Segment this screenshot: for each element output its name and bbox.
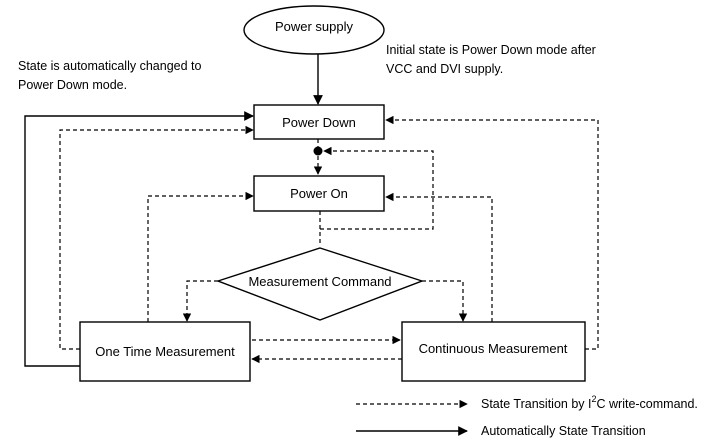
- edge-onetime-to-poweron: [147, 191, 254, 322]
- node-one-time-measurement: One Time Measurement: [79, 321, 251, 382]
- power-on-label: Power On: [290, 186, 348, 201]
- edge-poweron-loop: [320, 146, 434, 230]
- continuous-measurement-label: Continuous Measurement: [419, 341, 568, 356]
- power-down-label: Power Down: [282, 115, 356, 130]
- legend: State Transition by I2C write-command. A…: [356, 394, 698, 438]
- note-auto-line1: State is automatically changed to: [18, 59, 201, 73]
- one-time-measurement-label: One Time Measurement: [95, 344, 235, 359]
- note-auto-line2: Power Down mode.: [18, 78, 127, 92]
- measurement-command-label: Measurement Command: [248, 274, 391, 289]
- legend-solid-label: Automatically State Transition: [481, 424, 646, 438]
- node-power-supply: Power supply: [243, 5, 385, 55]
- note-initial-line2: VCC and DVI supply.: [386, 62, 503, 76]
- node-continuous-measurement: Continuous Measurement: [401, 321, 586, 382]
- note-initial-line1: Initial state is Power Down mode after: [386, 43, 596, 57]
- edge-onetime-to-powerdown-auto: [24, 111, 254, 367]
- node-power-down: Power Down: [253, 104, 385, 140]
- edge-onetime-to-powerdown: [59, 125, 254, 350]
- node-measurement-command: Measurement Command: [215, 247, 425, 321]
- edge-command-to-continuous: [422, 280, 468, 322]
- legend-dashed-sup: 2: [591, 394, 596, 404]
- legend-dashed-label: State Transition by I2C write-command.: [481, 394, 698, 411]
- legend-dashed-prefix: State Transition by I: [481, 397, 591, 411]
- edge-continuous-to-powerdown: [385, 115, 599, 350]
- node-power-on: Power On: [253, 175, 385, 212]
- power-supply-label: Power supply: [275, 19, 354, 34]
- legend-dashed-suffix: C write-command.: [597, 397, 698, 411]
- edge-continuous-to-poweron: [385, 192, 493, 322]
- junction-dot: [313, 146, 323, 156]
- edge-command-to-onetime: [182, 280, 218, 322]
